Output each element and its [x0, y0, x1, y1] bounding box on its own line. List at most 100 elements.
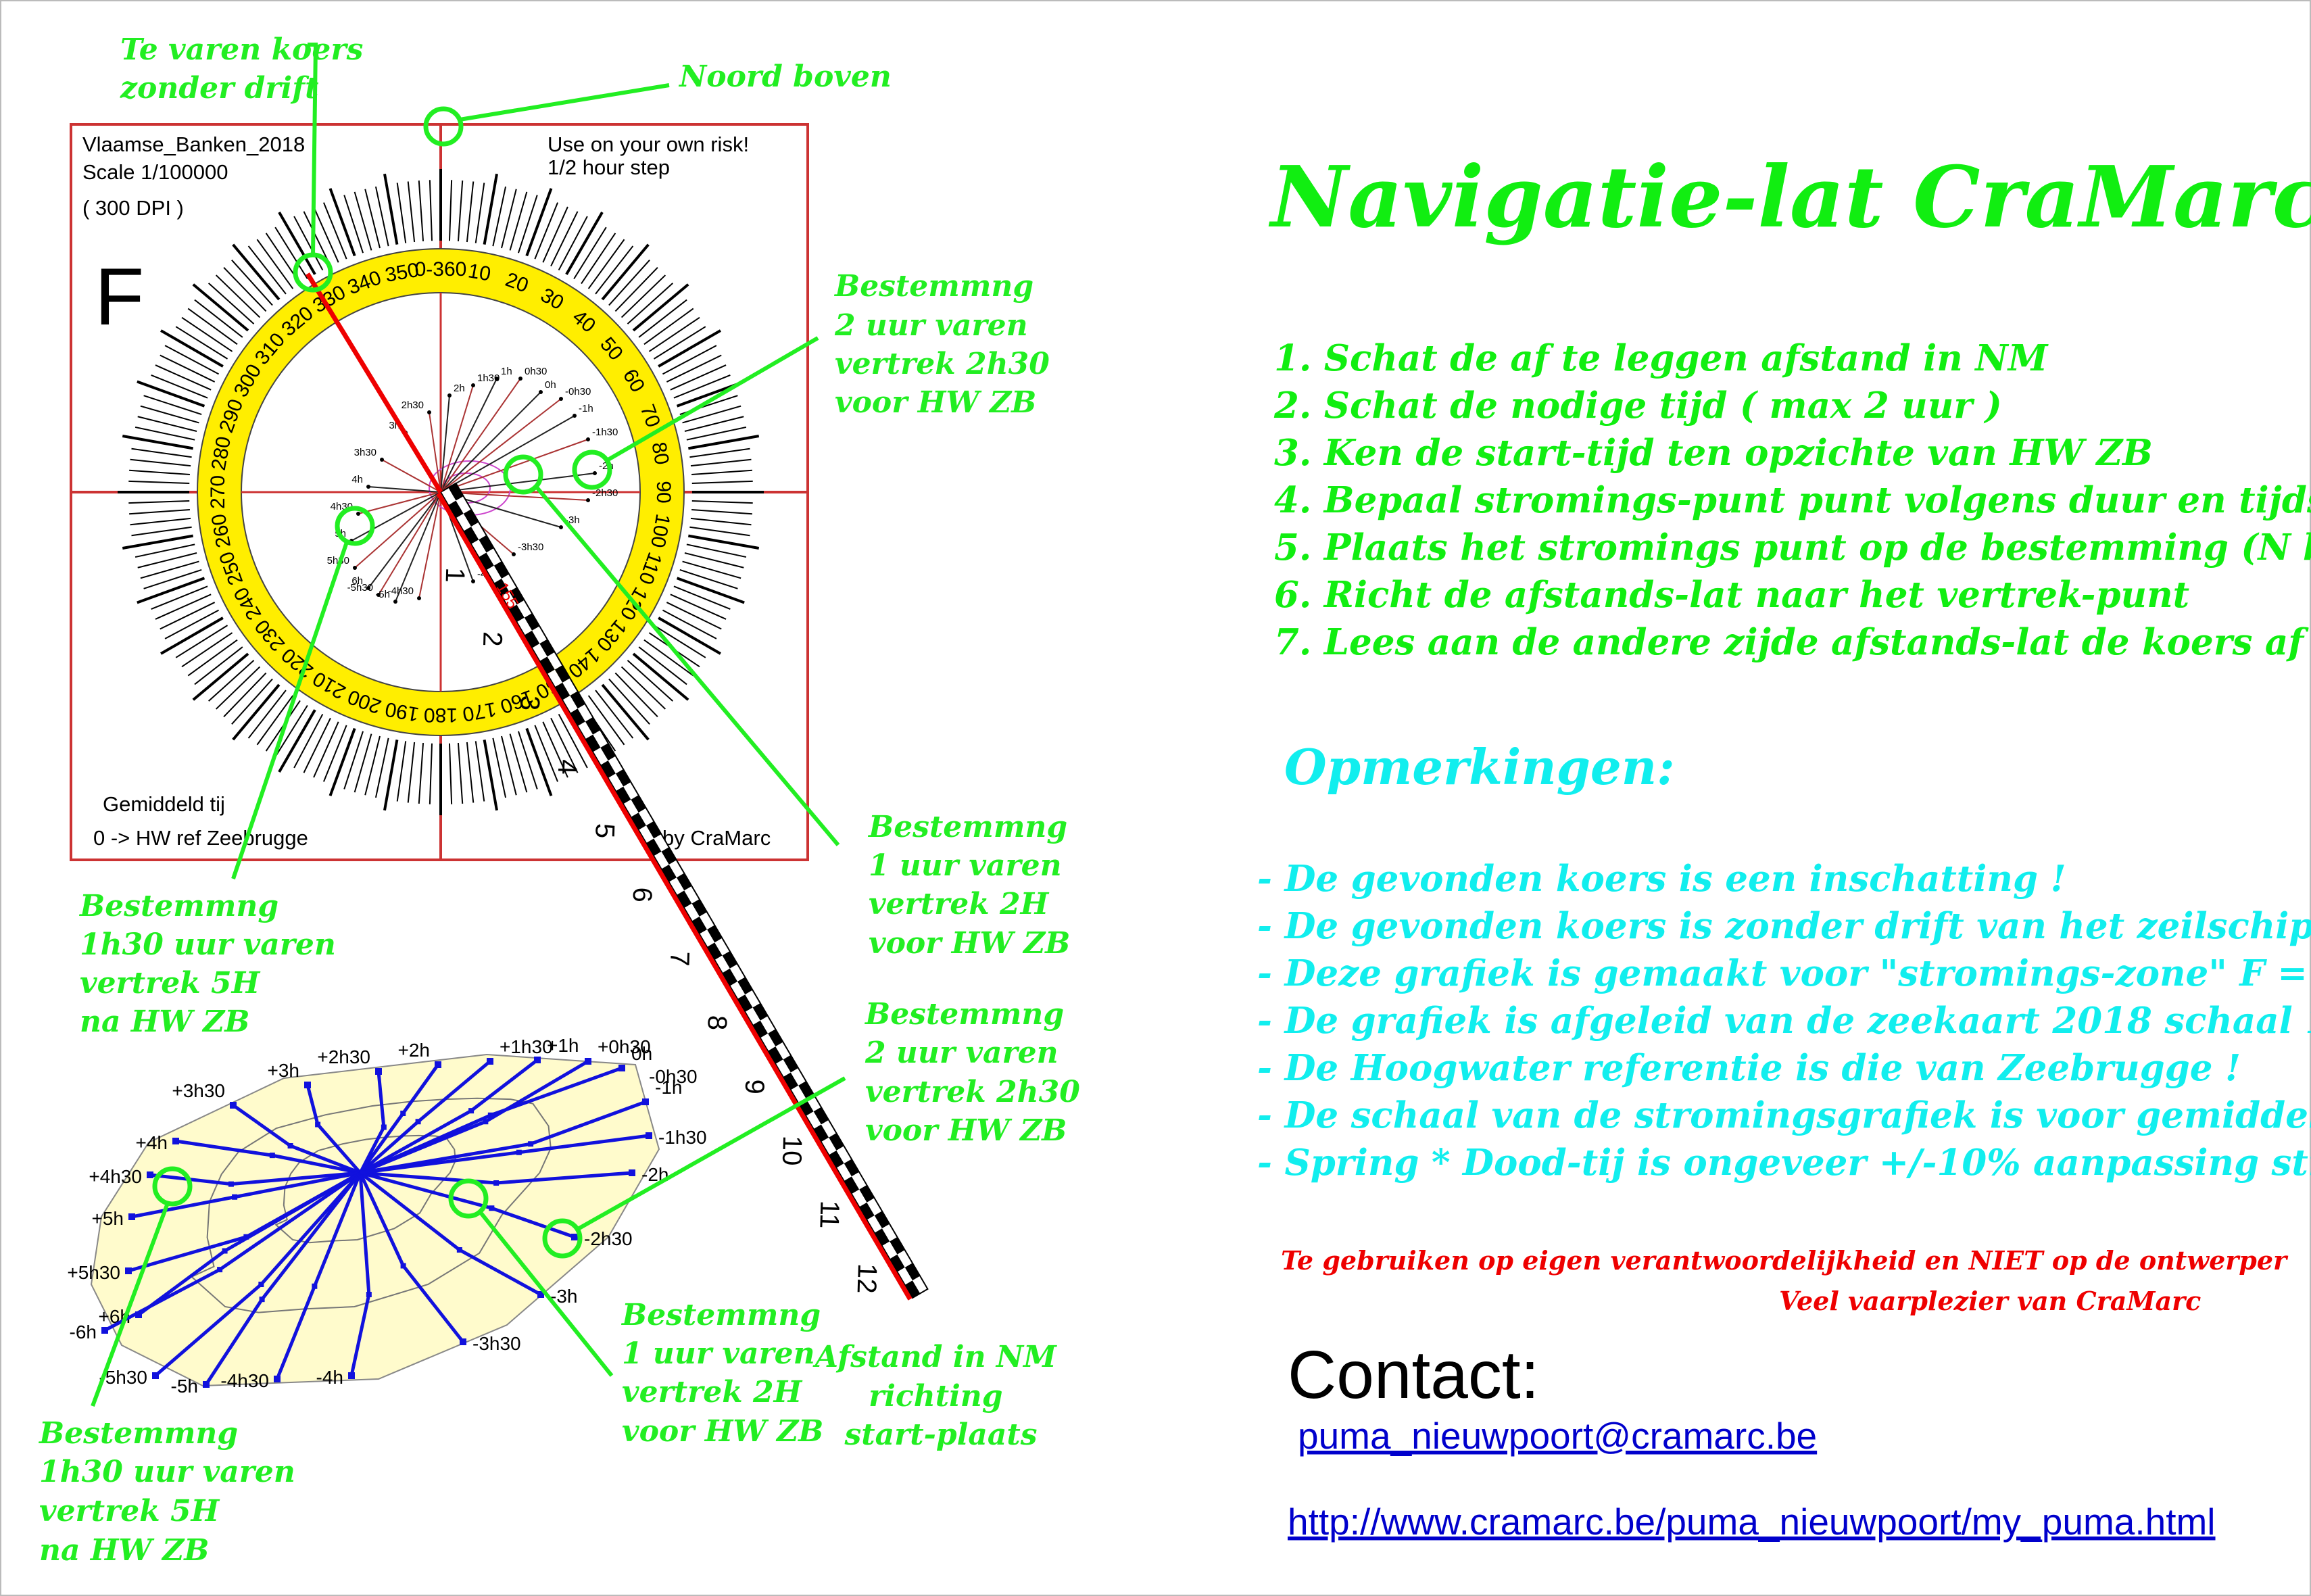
compass-tick: [256, 695, 294, 746]
current-node: [259, 1297, 265, 1303]
compass-tick: [643, 308, 694, 345]
compass-tick: [673, 585, 731, 610]
current-point: [447, 393, 452, 397]
compass-tick: [232, 243, 281, 301]
ruler-check-cell: [844, 1176, 860, 1194]
compass-tick: [323, 725, 347, 782]
current-node: [217, 1267, 223, 1273]
label-dest-1h-chart: Bestemmng 1 uur varen vertrek 2H voor HW…: [621, 1298, 831, 1449]
ruler-check-cell: [570, 691, 585, 709]
compass-tick: [374, 737, 389, 798]
ruler-check-cell: [471, 539, 487, 558]
ruler-check-cell: [881, 1241, 898, 1259]
current-point: [539, 390, 543, 394]
ruler-check-cell: [631, 795, 646, 813]
compass-tick: [691, 469, 752, 476]
current-hour-label: -1h: [655, 1077, 682, 1098]
ruler-check-cell: [836, 1163, 852, 1181]
compass-degree-label: 90: [652, 481, 675, 503]
current-hour-label: -0h30: [649, 1066, 698, 1087]
email-link[interactable]: puma_nieuwpoort@cramarc.be: [1298, 1415, 1817, 1457]
ruler-check-cell: [836, 1146, 852, 1164]
current-point-label: -5h30: [347, 582, 373, 594]
website-link[interactable]: http://www.cramarc.be/puma_nieuwpoort/my…: [1288, 1501, 2216, 1543]
compass-tick: [518, 195, 538, 253]
course-line: [306, 272, 443, 493]
compass-tick: [396, 741, 407, 802]
ruler-check-cell: [676, 890, 692, 909]
compass-tick: [140, 405, 199, 424]
current-node: [203, 1381, 210, 1388]
ruler-check-cell: [874, 1211, 890, 1229]
label-dest-2h-chart: Bestemmng 2 uur varen vertrek 2h30 voor …: [864, 997, 1090, 1148]
current-node: [381, 1124, 387, 1130]
current-hour-label: +3h: [268, 1060, 300, 1081]
current-point: [586, 498, 590, 502]
compass-tick: [658, 329, 721, 368]
current-point: [559, 525, 563, 529]
ruler-check-cell: [722, 950, 737, 969]
compass-tick: [501, 189, 517, 249]
compass-tick: [457, 180, 464, 241]
compass-tick: [638, 646, 687, 685]
compass-tick: [160, 354, 216, 383]
current-hour-label: +2h30: [317, 1046, 370, 1067]
current-hour-label: -4h30: [220, 1370, 269, 1391]
compass-tick: [181, 316, 233, 352]
current-point-label: -1h: [579, 403, 593, 414]
compass-tick: [122, 435, 193, 450]
current-node: [228, 1181, 234, 1187]
ruler-check-cell: [661, 847, 677, 865]
page-title: Navigatie-lat CraMarc: [1268, 148, 2311, 247]
compass-tick: [483, 173, 498, 245]
ruler-check-cell: [608, 773, 624, 792]
ruler-check-cell: [441, 487, 456, 506]
ruler-check-cell: [768, 1029, 783, 1047]
ruler-check-cell: [714, 938, 730, 956]
current-hour-label: -1h30: [658, 1127, 707, 1148]
ruler-check-cell: [509, 587, 525, 605]
current-hour-label: 0h: [631, 1043, 652, 1064]
current-node: [230, 1102, 237, 1109]
compass-tick: [525, 188, 553, 257]
compass-tick: [632, 652, 689, 701]
ruler-check-cell: [874, 1228, 890, 1247]
compass-tick: [160, 616, 224, 655]
compass-tick: [673, 374, 731, 399]
compass-tick: [140, 560, 199, 579]
current-node: [375, 1068, 382, 1075]
ruler-check-cell: [600, 760, 616, 778]
north-leader: [459, 83, 670, 122]
ruler-check-cell: [486, 565, 502, 583]
disclaimer: Te gebruiken op eigen verantwoordelijkhe…: [1281, 1245, 2289, 1276]
current-hour-label: +0h30: [598, 1036, 651, 1057]
course-leader: [308, 43, 318, 256]
current-node: [101, 1327, 108, 1334]
compass-tick: [658, 616, 721, 655]
compass-tick: [666, 354, 722, 383]
remark-7: - Spring * Dood-tij is ongeveer +/-10% a…: [1257, 1142, 2311, 1184]
ruler-check-cell: [668, 860, 685, 878]
ruler-check-cell: [509, 604, 525, 623]
current-spoke: [440, 391, 541, 493]
ruler-check-cell: [615, 786, 631, 804]
chart-name: Vlaamse_Banken_2018: [82, 132, 305, 156]
compass-tick: [155, 594, 212, 620]
instructions-panel: Navigatie-lat CraMarc 1. Schat de af te …: [1257, 148, 2311, 1543]
ruler-check-cell: [539, 639, 555, 657]
current-point-label: -3h30: [518, 541, 543, 553]
dest-1h-leader: [535, 487, 840, 846]
ruler-check-cell: [714, 955, 730, 973]
compass-tick: [187, 308, 238, 345]
compass-tick: [429, 743, 433, 804]
ruler-check-cell: [547, 652, 563, 670]
current-node: [629, 1169, 635, 1176]
current-point: [366, 586, 370, 590]
compass-tick: [601, 683, 650, 741]
current-spoke: [440, 473, 595, 493]
ruler-check-cell: [851, 1189, 867, 1207]
compass-tick: [187, 639, 238, 677]
remark-5: - De Hoogwater referentie is die van Zee…: [1257, 1047, 2241, 1089]
